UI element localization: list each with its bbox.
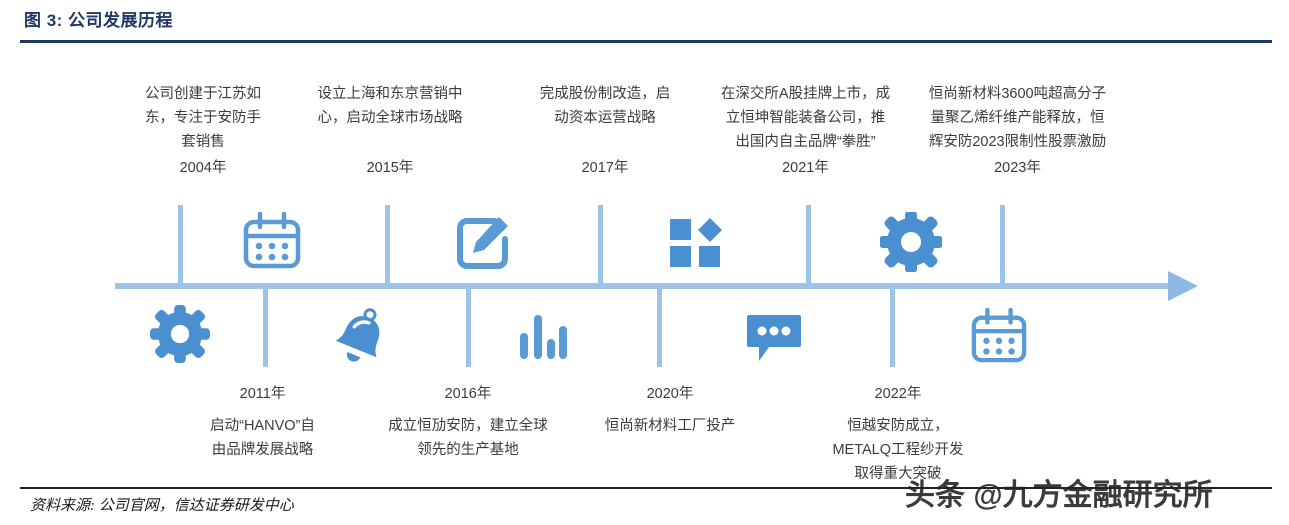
- event-2022: 2022年 恒越安防成立， METALQ工程纱开发 取得重大突破: [808, 382, 988, 486]
- tick-2021: [806, 205, 811, 285]
- event-2021: 在深交所A股挂牌上市，成 立恒坤智能装备公司，推 出国内自主品牌“拳胜” 202…: [703, 82, 908, 180]
- event-description: 启动“HANVO”自 由品牌发展战略: [210, 418, 315, 458]
- event-description: 恒尚新材料3600吨超高分子 量聚乙烯纤维产能释放，恒 辉安防2023限制性股票…: [928, 86, 1107, 150]
- event-year: 2023年: [994, 160, 1041, 176]
- event-description: 设立上海和东京营销中 心，启动全球市场战略: [317, 86, 463, 126]
- event-year: 2004年: [179, 160, 227, 176]
- grid-diamond-icon: [668, 217, 726, 269]
- tick-2022: [890, 287, 895, 367]
- event-description: 恒尚新材料工厂投产: [604, 418, 736, 434]
- event-year: 2015年: [366, 160, 414, 176]
- footer-divider: [20, 487, 1272, 489]
- tick-2017: [598, 205, 603, 285]
- calendar-icon: [970, 308, 1028, 364]
- event-2004: 公司创建于江苏如 东，专注于安防手 套销售 2004年: [118, 82, 288, 180]
- bell-icon: [330, 308, 392, 366]
- event-description: 恒越安防成立， METALQ工程纱开发 取得重大突破: [832, 418, 964, 482]
- event-year: 2021年: [782, 160, 829, 176]
- event-description: 完成股份制改造，启 动资本运营战略: [539, 86, 671, 126]
- event-2015: 设立上海和东京营销中 心，启动全球市场战略 2015年: [290, 82, 490, 180]
- event-2016: 2016年 成立恒劢安防，建立全球 领先的生产基地: [373, 382, 563, 462]
- event-year: 2011年: [239, 386, 286, 402]
- timeline-axis: [115, 283, 1170, 289]
- tick-2020: [657, 287, 662, 367]
- event-year: 2020年: [646, 386, 694, 402]
- event-2023: 恒尚新材料3600吨超高分子 量聚乙烯纤维产能释放，恒 辉安防2023限制性股票…: [905, 82, 1130, 180]
- page-title: 图 3: 公司发展历程: [24, 11, 174, 30]
- calendar-icon: [242, 212, 302, 270]
- tick-2016: [466, 287, 471, 367]
- tick-2015: [385, 205, 390, 285]
- chat-icon: [745, 313, 803, 365]
- title-divider: [20, 40, 1272, 43]
- event-year: 2017年: [581, 160, 629, 176]
- bar-chart-icon: [518, 313, 568, 361]
- event-2011: 2011年 启动“HANVO”自 由品牌发展战略: [175, 382, 350, 462]
- gear-icon: [150, 305, 210, 363]
- tick-2023: [1000, 205, 1005, 285]
- event-year: 2022年: [874, 386, 922, 402]
- tick-2004: [178, 205, 183, 285]
- event-year: 2016年: [444, 386, 492, 402]
- watermark: 头条 @九方金融研究所: [905, 479, 1213, 512]
- timeline-arrow-icon: [1168, 271, 1198, 301]
- event-2020: 2020年 恒尚新材料工厂投产: [580, 382, 760, 438]
- edit-icon: [455, 215, 511, 271]
- event-description: 在深交所A股挂牌上市，成 立恒坤智能装备公司，推 出国内自主品牌“拳胜”: [720, 86, 891, 150]
- event-description: 公司创建于江苏如 东，专注于安防手 套销售: [145, 86, 261, 150]
- event-description: 成立恒劢安防，建立全球 领先的生产基地: [388, 418, 548, 458]
- event-2017: 完成股份制改造，启 动资本运营战略 2017年: [515, 82, 695, 180]
- source-note: 资料来源: 公司官网，信达证券研发中心: [30, 498, 294, 514]
- settings-gear-icon: [880, 212, 942, 272]
- tick-2011: [263, 287, 268, 367]
